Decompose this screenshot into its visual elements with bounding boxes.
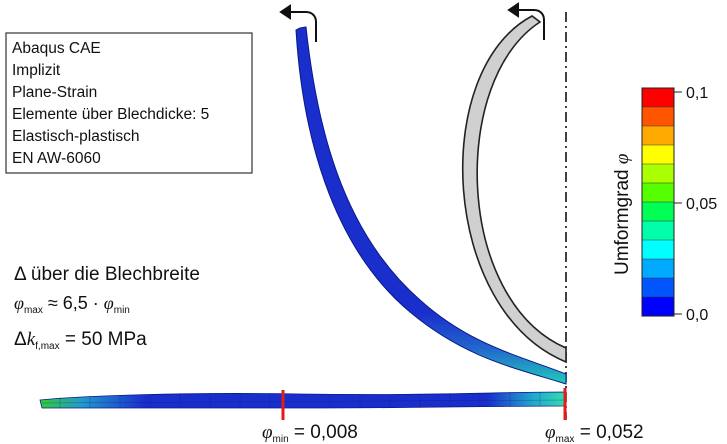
kf-delta-prefix: Δ: [14, 329, 27, 350]
bent-sheet-curve: [295, 26, 567, 385]
strip-phi-min-value: = 0,008: [289, 422, 358, 443]
strip-phi-max-sub: max: [556, 434, 575, 444]
colorbar-cell: [641, 87, 675, 108]
phi-min-symbol: φ: [104, 293, 114, 313]
info-line-4: Elemente über Blechdicke: 5: [12, 106, 209, 123]
strip-phi-max-symbol: φ: [545, 422, 556, 443]
phi-max-symbol: φ: [14, 293, 24, 313]
strip-phi-min-sub: min: [273, 434, 289, 444]
reference-ring: [462, 15, 567, 364]
colorbar-cell: [641, 239, 675, 260]
kf-symbol: k: [27, 329, 36, 350]
kf-sub: f,max: [35, 341, 59, 352]
rotation-arrow-left-icon: [279, 4, 317, 42]
kf-value: = 50 MPa: [60, 329, 148, 350]
colorbar-cell: [641, 163, 675, 184]
phi-ratio: φmax ≈ 6,5 · φmin: [14, 293, 130, 316]
colorbar-cell: [641, 277, 675, 298]
strip-phi-max-value: = 0,052: [574, 422, 643, 443]
colorbar-cell: [641, 182, 675, 203]
phi-max-label: φmax = 0,052: [545, 422, 644, 444]
colorbar-title-symbol: φ: [612, 154, 633, 165]
colorbar-title: Umformgrad φ: [612, 154, 633, 275]
colorbar-cell: [641, 258, 675, 279]
phi-min-label: φmin = 0,008: [262, 422, 358, 444]
colorbar-cell: [641, 296, 675, 317]
info-line-1: Abaqus CAE: [12, 40, 101, 57]
colorbar-frame: [641, 87, 675, 317]
strip-phi-min-symbol: φ: [262, 422, 273, 443]
phi-min-sub: min: [114, 305, 130, 316]
phi-max-sub: max: [24, 305, 43, 316]
colorbar-cell: [641, 201, 675, 222]
colorbar-tick-mid: 0,05: [686, 196, 717, 213]
rotation-arrow-right-icon: [507, 2, 545, 40]
colorbar-cell: [641, 144, 675, 165]
info-line-2: Implizit: [12, 62, 61, 79]
info-line-3: Plane-Strain: [12, 84, 97, 101]
colorbar-tick-bottom: 0,0: [686, 307, 708, 324]
colorbar-tick-top: 0,1: [686, 85, 708, 102]
info-line-5: Elastisch-plastisch: [12, 128, 140, 145]
colorbar-title-text: Umformgrad: [612, 164, 633, 275]
info-box: [5, 32, 253, 174]
flat-strip: [39, 391, 567, 409]
colorbar-ticks: [674, 91, 682, 315]
delta-title: Δ über die Blechbreite: [14, 264, 200, 285]
colorbar-cell: [641, 106, 675, 127]
colorbar-cell: [641, 125, 675, 146]
colorbar-cell: [641, 220, 675, 241]
colorbar: [641, 87, 675, 317]
strip-mesh: [41, 392, 567, 408]
kf-delta: Δkf,max = 50 MPa: [14, 329, 147, 352]
info-line-6: EN AW-6060: [12, 150, 101, 167]
phi-ratio-text: ≈ 6,5 ·: [43, 293, 104, 313]
